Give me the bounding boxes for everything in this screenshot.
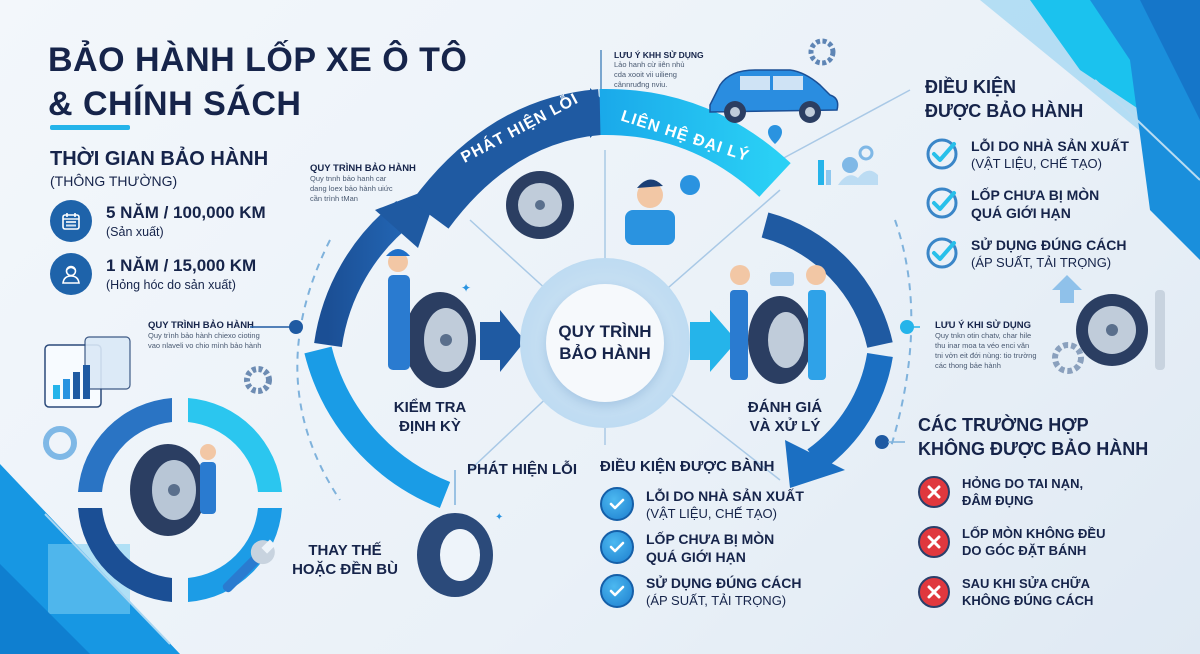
condition-main: LỐP CHƯA BỊ MÒN — [646, 531, 775, 547]
condition-main: LỐP CHƯA BỊ MÒN — [971, 187, 1100, 203]
exclusion-line: SAU KHI SỬA CHỮA — [962, 576, 1090, 591]
condition-item: LỐP CHƯA BỊ MÒN QUÁ GIỚI HẠN — [600, 530, 860, 566]
check-icon — [600, 530, 634, 564]
process-center-label: QUY TRÌNH BẢO HÀNH — [546, 284, 664, 402]
stage-label-line: THAY THẾ — [308, 542, 382, 559]
exclusion-line: DO GÓC ĐẶT BÁNH — [962, 543, 1087, 558]
condition-item: LỖI DO NHÀ SẢN XUẤT (VẬT LIỆU, CHẾ TẠO) — [925, 137, 1185, 172]
usage-note-right: LƯU Ý KHI SỬ DỤNG Quy tnkn otin chatv, c… — [935, 320, 1065, 371]
note-heading: QUY TRÌNH BẢO HÀNH — [310, 163, 416, 174]
note-body-line: cânnruđng nviu. — [614, 80, 668, 89]
condition-item: LỖI DO NHÀ SẢN XUẤT (VẬT LIỆU, CHẾ TẠO) — [600, 487, 860, 522]
warranty-item-note: (Sản xuất) — [106, 225, 164, 239]
title-line-2: & CHÍNH SÁCH — [48, 85, 302, 123]
x-icon — [918, 526, 950, 558]
condition-main: LỖI DO NHÀ SẢN XUẤT — [971, 138, 1129, 154]
note-divider — [600, 50, 602, 92]
condition-item: SỬ DỤNG ĐÚNG CÁCH (ÁP SUẤT, TẢI TRỌNG) — [925, 236, 1185, 271]
conditions-heading-line-1: ĐIỀU KIỆN — [925, 77, 1017, 97]
exclusions-heading-line-2: KHÔNG ĐƯỢC BẢO HÀNH — [918, 439, 1149, 459]
condition-sub: (VẬT LIỆU, CHẾ TẠO) — [646, 506, 777, 521]
process-note-top: QUY TRÌNH BẢO HÀNH Quy tnnh bảo hanh car… — [310, 163, 440, 204]
note-body-line: các thong bảe hành — [935, 361, 1001, 370]
check-circle-icon — [926, 187, 958, 219]
check-circle-icon — [926, 237, 958, 269]
exclusion-line: KHÔNG ĐÚNG CÁCH — [962, 593, 1094, 608]
note-body-line: Lảo hanh cừ iiên nhủ — [614, 60, 685, 69]
conditions-center-heading: ĐIỀU KIỆN ĐƯỢC BÀNH — [600, 458, 775, 475]
exclusion-item: SAU KHI SỬA CHỮA KHÔNG ĐÚNG CÁCH — [918, 575, 1198, 609]
svg-text:✦: ✦ — [461, 281, 471, 295]
note-body-line: cần trình tMan — [310, 194, 358, 203]
exclusions: CÁC TRƯỜNG HỢP KHÔNG ĐƯỢC BẢO HÀNH HỎNG … — [918, 413, 1198, 609]
exclusion-line: ĐÂM ĐỤNG — [962, 493, 1034, 508]
process-center-hub: QUY TRÌNH BẢO HÀNH — [520, 258, 690, 428]
note-body-line: Quy tnnh bảo hanh car — [310, 174, 387, 183]
stage-label-line: HOẶC ĐỀN BÙ — [292, 561, 398, 578]
stage-label-line: VÀ XỬ LÝ — [749, 418, 821, 435]
conditions-right: ĐIỀU KIỆN ĐƯỢC BẢO HÀNH LỖI DO NHÀ SẢN X… — [925, 75, 1185, 271]
stage-label-line: PHÁT HIỆN LỖI — [467, 461, 578, 478]
condition-main: SỬ DỤNG ĐÚNG CÁCH — [646, 575, 802, 591]
exclusion-item: HỎNG DO TAI NẠN, ĐÂM ĐỤNG — [918, 475, 1198, 509]
warranty-item-manufacturing: 5 NĂM / 100,000 KM (Sản xuất) — [50, 200, 266, 242]
note-heading: LƯU Ý KHI SỬ DỤNG — [935, 320, 1031, 331]
note-body-line: Quy tnkn otin chatv, char hile — [935, 331, 1032, 340]
svg-text:✦: ✦ — [495, 512, 503, 523]
x-icon — [918, 476, 950, 508]
condition-main: SỬ DỤNG ĐÚNG CÁCH — [971, 237, 1127, 253]
usage-note-top: LƯU Ý KHH SỬ DỤNG Lảo hanh cừ iiên nhủ c… — [614, 50, 714, 90]
title-line-1: BẢO HÀNH LỐP XE Ô TÔ — [48, 41, 468, 79]
exclusion-line: LỐP MÒN KHÔNG ĐỀU — [962, 526, 1106, 541]
warranty-item-main: 5 NĂM / 100,000 KM — [106, 203, 266, 222]
stage-label-line: ĐÁNH GIÁ — [747, 399, 823, 416]
condition-sub: (ÁP SUẤT, TẢI TRỌNG) — [971, 255, 1112, 270]
note-heading: LƯU Ý KHH SỬ DỤNG — [614, 50, 704, 60]
warranty-item-main: 1 NĂM / 15,000 KM — [106, 256, 257, 275]
warranty-item-defect: 1 NĂM / 15,000 KM (Hỏng hóc do sản xuất) — [50, 253, 256, 295]
exclusions-heading-line-1: CÁC TRƯỜNG HỢP — [918, 415, 1089, 435]
warranty-period-heading: THỜI GIAN BẢO HÀNH — [50, 148, 269, 170]
conditions-center: ĐIỀU KIỆN ĐƯỢC BÀNH LỖI DO NHÀ SẢN XUẤT … — [600, 455, 860, 609]
stage-replace-compensate: THAY THẾ HOẶC ĐỀN BÙ — [285, 541, 405, 579]
warranty-item-note: (Hỏng hóc do sản xuất) — [106, 278, 236, 292]
condition-main: LỖI DO NHÀ SẢN XUẤT — [646, 488, 804, 504]
condition-sub: (ÁP SUẤT, TẢI TRỌNG) — [646, 593, 787, 608]
condition-sub: QUÁ GIỚI HẠN — [646, 549, 746, 565]
worker-icon — [50, 253, 92, 295]
condition-sub: QUÁ GIỚI HẠN — [971, 205, 1071, 221]
note-body-line: thu inar moa ta véo enci văn — [935, 341, 1030, 350]
check-icon — [600, 574, 634, 608]
check-circle-icon — [926, 138, 958, 170]
exclusion-item: LỐP MÒN KHÔNG ĐỀU DO GÓC ĐẶT BÁNH — [918, 525, 1198, 559]
stage-label-line: ĐỊNH KỲ — [399, 418, 461, 435]
process-note-left: QUY TRÌNH BẢO HÀNH Quy trình bảo hành ch… — [148, 320, 298, 351]
stage-label-line: KIỂM TRA — [393, 399, 467, 416]
check-icon — [600, 487, 634, 521]
condition-sub: (VẬT LIỆU, CHẾ TẠO) — [971, 156, 1102, 171]
x-icon — [918, 576, 950, 608]
page-title: BẢO HÀNH LỐP XE Ô TÔ & CHÍNH SÁCH — [48, 38, 467, 126]
condition-item: LỐP CHƯA BỊ MÒN QUÁ GIỚI HẠN — [925, 186, 1185, 222]
note-body-line: cda xooit vii uilieng — [614, 70, 677, 79]
note-body-line: vao nlaveli vo chio mình bảo hành — [148, 341, 262, 350]
center-label-line-1: QUY TRÌNH — [558, 322, 652, 341]
note-heading: QUY TRÌNH BẢO HÀNH — [148, 320, 254, 331]
title-underline — [50, 125, 130, 130]
note-body-line: dang loex bảo hành uiức — [310, 184, 393, 193]
note-body-line: tni vởn eit đới nùng: tio trường — [935, 351, 1037, 360]
condition-item: SỬ DỤNG ĐÚNG CÁCH (ÁP SUẤT, TẢI TRỌNG) — [600, 574, 860, 609]
stage-detect-defect: PHÁT HIỆN LỖI — [467, 460, 597, 479]
exclusion-line: HỎNG DO TAI NẠN, — [962, 476, 1084, 491]
stage-evaluate-process: ĐÁNH GIÁ VÀ XỬ LÝ — [735, 398, 835, 436]
center-label-line-2: BẢO HÀNH — [559, 344, 651, 363]
calendar-icon — [50, 200, 92, 242]
stage-periodic-inspection: KIỂM TRA ĐỊNH KỲ — [380, 398, 480, 436]
note-body-line: Quy trình bảo hành chiexo cioting — [148, 331, 260, 340]
warranty-period-subheading: (THÔNG THƯỜNG) — [50, 173, 178, 189]
conditions-heading-line-2: ĐƯỢC BẢO HÀNH — [925, 101, 1084, 121]
